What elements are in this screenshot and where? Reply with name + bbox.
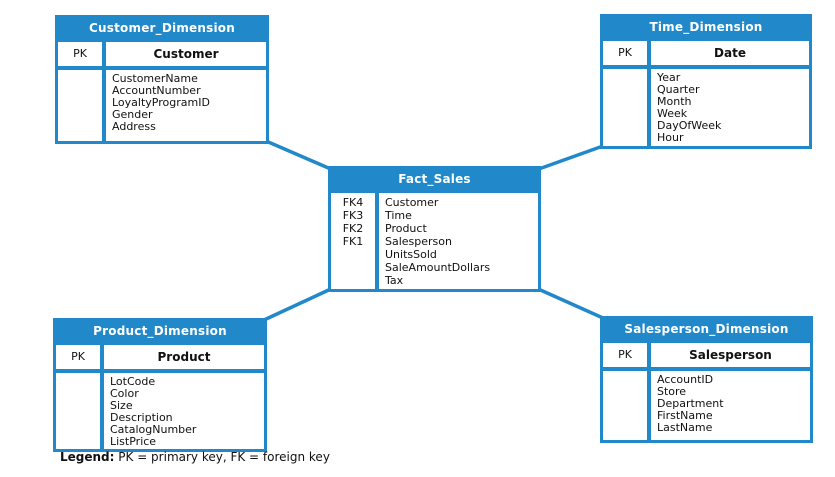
- entity-table-time-dimension[interactable]: Time_Dimension PK Date Year Quarter Mont…: [600, 14, 812, 149]
- pk-label-cell: PK: [58, 42, 102, 66]
- entity-table-salesperson-dimension[interactable]: Salesperson_Dimension PK Salesperson Acc…: [600, 316, 813, 443]
- key-name-cell: Salesperson: [651, 343, 810, 367]
- key-name-cell: Date: [651, 41, 809, 65]
- table-title: Salesperson_Dimension: [624, 322, 789, 336]
- attributes-cell: CustomerName AccountNumber LoyaltyProgra…: [106, 70, 266, 141]
- key-gutter-cell: [56, 373, 100, 449]
- pk-label-cell: PK: [603, 41, 647, 65]
- table-title: Time_Dimension: [649, 20, 763, 34]
- legend: Legend: PK = primary key, FK = foreign k…: [60, 450, 330, 464]
- entity-table-fact-sales[interactable]: Fact_Sales FK4 FK3 FK2 FK1 Customer Time…: [328, 166, 541, 292]
- attributes-cell: LotCode Color Size Description CatalogNu…: [104, 373, 264, 449]
- connector-customer-fact: [265, 139, 334, 172]
- legend-label: Legend:: [60, 450, 115, 464]
- attributes-cell: Customer Time Product Salesperson UnitsS…: [379, 193, 538, 289]
- key-gutter-cell: [603, 371, 647, 440]
- table-title: Product_Dimension: [93, 324, 227, 338]
- key-gutter-cell: [603, 69, 647, 146]
- legend-text: PK = primary key, FK = foreign key: [114, 450, 330, 464]
- fk-labels-cell: FK4 FK3 FK2 FK1: [331, 193, 375, 289]
- key-name-cell: Product: [104, 345, 264, 369]
- table-title: Fact_Sales: [398, 172, 471, 186]
- entity-table-product-dimension[interactable]: Product_Dimension PK Product LotCode Col…: [53, 318, 267, 452]
- attributes-cell: Year Quarter Month Week DayOfWeek Hour: [651, 69, 809, 146]
- attributes-cell: AccountID Store Department FirstName Las…: [651, 371, 810, 440]
- entity-table-customer-dimension[interactable]: Customer_Dimension PK Customer CustomerN…: [55, 15, 269, 144]
- key-name-cell: Customer: [106, 42, 266, 66]
- connector-product-fact: [263, 286, 334, 322]
- table-title: Customer_Dimension: [89, 21, 235, 35]
- pk-label-cell: PK: [603, 343, 647, 367]
- pk-label-cell: PK: [56, 345, 100, 369]
- key-gutter-cell: [58, 70, 102, 141]
- connector-time-fact: [535, 144, 604, 172]
- connector-salesperson-fact: [535, 286, 604, 320]
